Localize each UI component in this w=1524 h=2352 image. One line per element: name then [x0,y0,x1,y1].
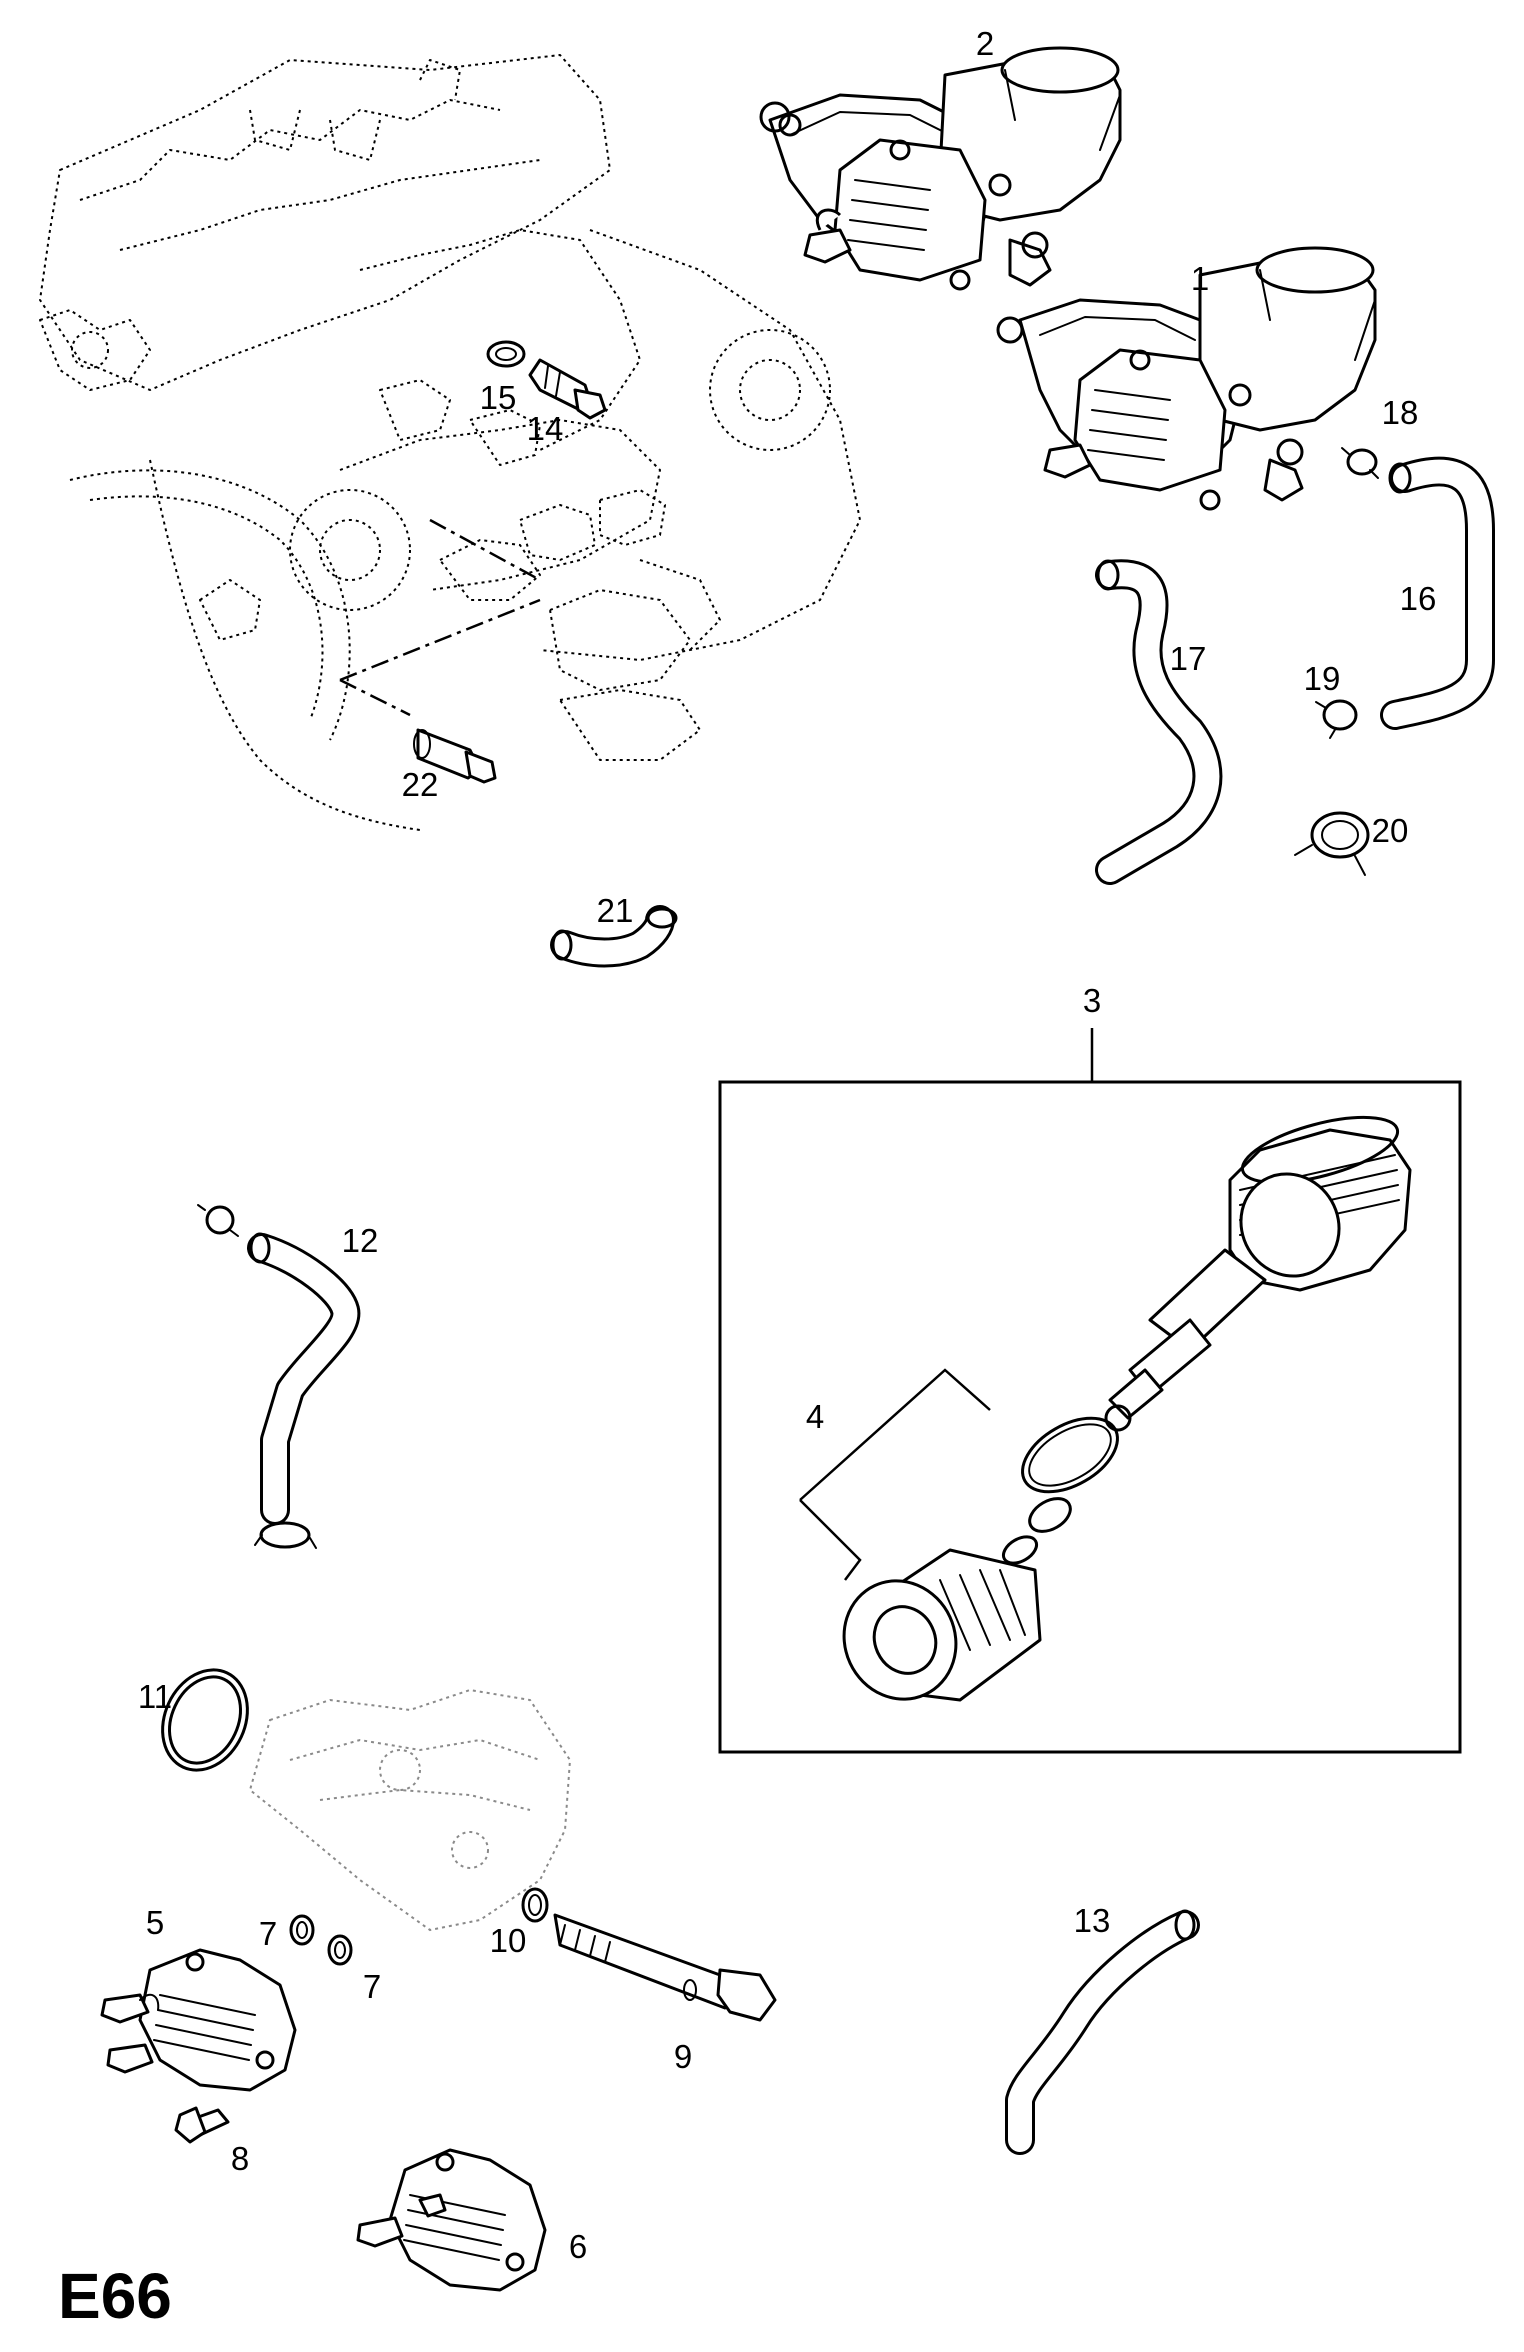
part-4-filter-element [799,1368,1119,1702]
label-part-22: 22 [402,766,439,803]
label-part-10: 10 [490,1922,527,1959]
label-part-20: 20 [1372,812,1409,849]
label-part-7a: 7 [259,1915,277,1952]
label-part-3: 3 [1083,982,1101,1019]
label-part-9: 9 [674,2038,692,2075]
diagram-code: E66 [58,2260,172,2332]
part-7-seal-ring-a [289,1914,315,1946]
label-part-1: 1 [1191,260,1209,297]
label-part-17: 17 [1170,640,1207,677]
part-9-hollow-bolt [553,1913,777,2022]
part-14-fitting [528,358,607,420]
label-part-5: 5 [146,1904,164,1941]
part-3-filter-kit-frame [718,1028,1462,1754]
label-part-13: 13 [1074,1902,1111,1939]
part-10-seal-ring [521,1887,549,1923]
part-15-seal-ring [486,340,526,368]
part-8-bolt [174,2106,230,2144]
part-1-oil-filter-housing [996,246,1377,511]
assembly-guide-lines [339,518,541,717]
part-17-coolant-hose [1095,559,1223,885]
label-part-4: 4 [806,1398,824,1435]
part-12-hose-clamp-lower [254,1521,317,1549]
label-part-16: 16 [1400,580,1437,617]
part-5-oil-cooler [100,1948,297,2092]
part-2-oil-filter-housing [759,46,1122,291]
label-part-14: 14 [527,410,564,447]
part-19-hose-clamp [1315,699,1358,739]
label-part-19: 19 [1304,660,1341,697]
part-6-oil-cooler [356,2148,547,2292]
part-number-labels: 1 2 3 4 5 6 7 7 8 9 10 11 12 13 14 15 16… [138,25,1436,2265]
engine-block-outline [39,54,861,831]
part-16-coolant-hose [1380,456,1495,730]
label-part-7b: 7 [363,1968,381,2005]
part-22-bolt [413,728,497,784]
label-part-11: 11 [138,1678,172,1715]
part-12-hose-clamp-upper [197,1204,239,1237]
label-part-12: 12 [342,1222,379,1259]
label-part-21: 21 [597,892,634,929]
part-21-hose [550,905,678,968]
part-18-hose-clamp [1341,447,1379,479]
part-7-seal-ring-b [327,1934,353,1966]
label-part-6: 6 [569,2228,587,2265]
part-12-hose [247,1232,361,1525]
part-20-hose-clamp [1294,811,1370,876]
part-13-hose [1005,1909,1200,2155]
label-part-8: 8 [231,2140,249,2177]
housing-reference-outline [248,1688,572,1932]
label-part-2: 2 [976,25,994,62]
label-part-18: 18 [1382,394,1419,431]
label-part-15: 15 [480,379,517,416]
part-11-seal-ring [161,1668,249,1772]
